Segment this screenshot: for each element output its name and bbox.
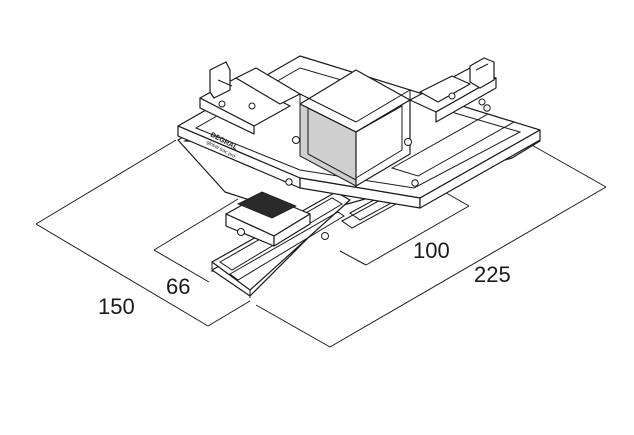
left-end-clip (199, 61, 301, 135)
right-end-clip (409, 57, 497, 123)
dimension-66-label: 66 (166, 274, 190, 299)
dimension-100-label: 100 (413, 238, 450, 263)
dimension-labels: 150 66 100 225 (98, 238, 511, 319)
dimension-lines (35, 139, 607, 348)
dimension-150-label: 150 (98, 294, 135, 319)
stem-connector (225, 191, 329, 247)
dimension-225-label: 225 (474, 262, 511, 287)
